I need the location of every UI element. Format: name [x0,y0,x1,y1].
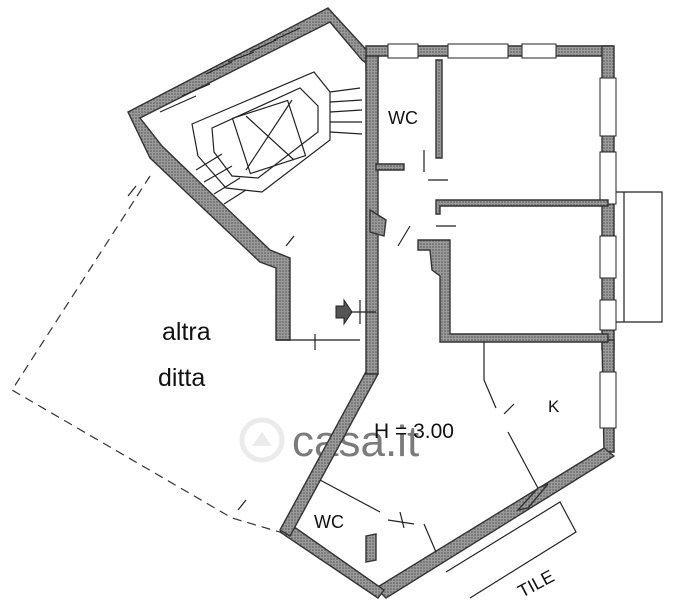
balcony [616,191,663,323]
neighbor-label-line2: ditta [158,364,205,392]
entrance-arrow-icon [335,298,353,326]
kitchen-label: K [548,397,560,416]
neighbor-label-line1: altra [162,318,211,346]
wc-bottom-label: WC [314,512,344,532]
doors [352,150,515,529]
interior-walls [276,59,609,563]
boundary-markers [127,185,295,511]
wc-top-label: WC [388,108,418,128]
windows [387,43,617,429]
neighbor-boundary [11,175,301,539]
watermark-text: casa.it [292,417,419,466]
height-label: H = 3.00 [374,420,454,443]
staircase [127,7,373,341]
courtyard-outline [445,501,577,599]
watermark: casa.it [239,417,419,466]
courtyard-label: TILE [514,566,557,600]
